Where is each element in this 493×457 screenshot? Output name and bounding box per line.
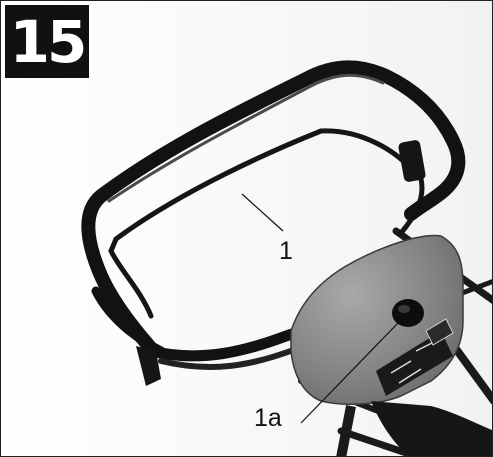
lower-handle-arm xyxy=(145,325,307,362)
callout-1-label: 1 xyxy=(279,237,293,265)
handle-bar xyxy=(81,60,466,353)
control-label-plate xyxy=(376,318,454,396)
handle-end-cap xyxy=(398,140,426,182)
left-bracket xyxy=(136,346,161,386)
throttle-knob xyxy=(392,299,424,327)
callout-1a-leader xyxy=(300,321,400,424)
lower-body xyxy=(371,401,492,456)
callout-1a-label: 1a xyxy=(254,404,282,432)
callout-1-leader xyxy=(241,193,284,232)
step-number-badge: 15 xyxy=(5,5,89,78)
